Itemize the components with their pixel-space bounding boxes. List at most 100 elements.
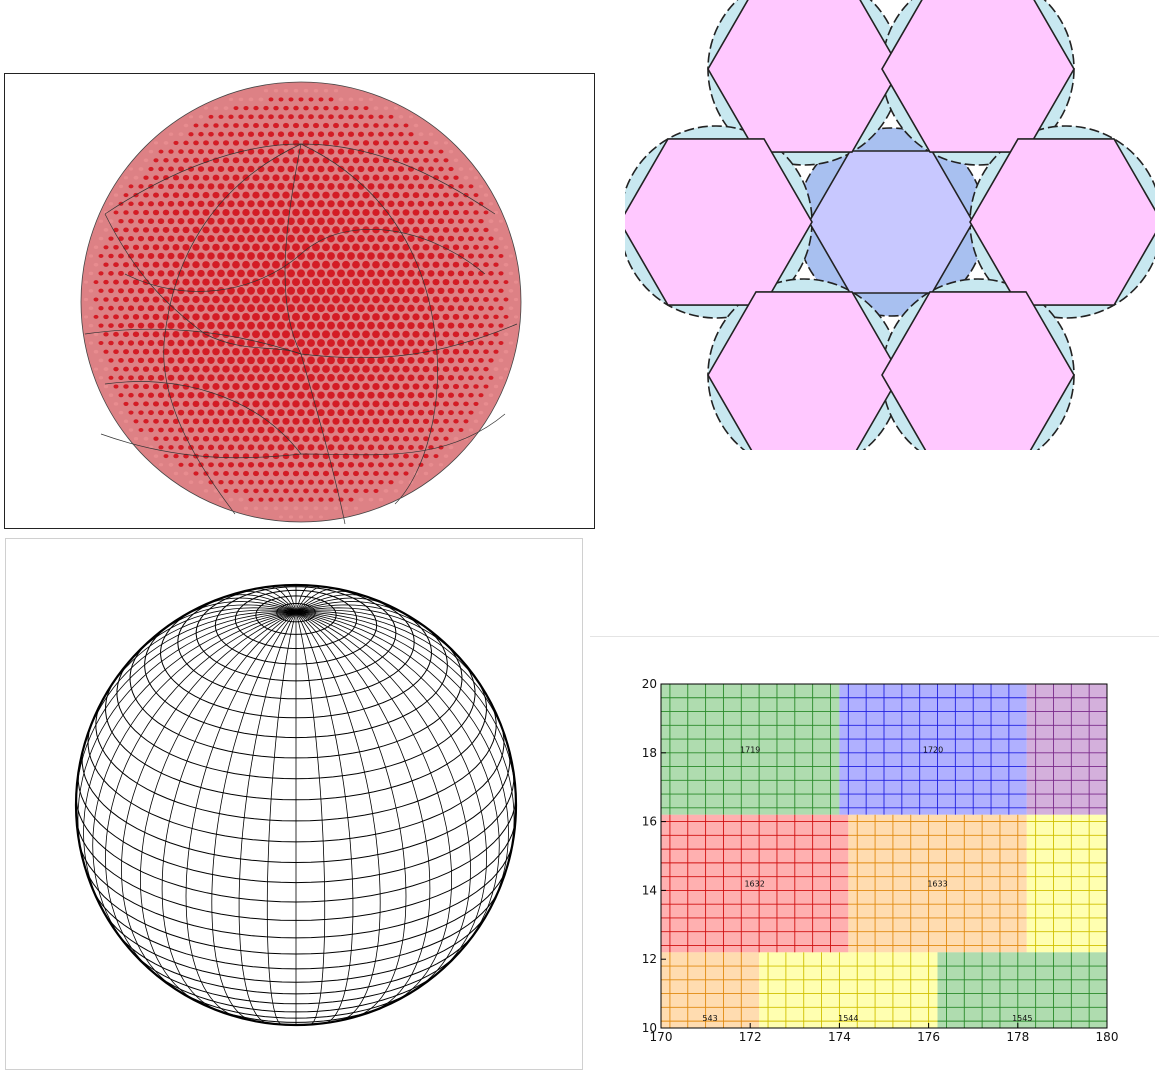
sphere-dot: [293, 123, 299, 128]
sphere-dot: [463, 297, 469, 303]
sphere-dot: [359, 498, 364, 502]
sphere-dot: [382, 401, 389, 408]
sphere-dot: [298, 497, 303, 501]
sphere-dot: [203, 418, 210, 424]
sphere-dot: [332, 192, 339, 199]
sphere-dot: [418, 149, 424, 154]
longitude-line: [296, 612, 509, 909]
sphere-dot: [318, 497, 323, 501]
sphere-dot: [232, 365, 240, 372]
sphere-dot: [367, 339, 375, 346]
sphere-dot: [304, 89, 309, 93]
sphere-dot: [387, 339, 394, 346]
sphere-dot: [332, 313, 340, 321]
sphere-dot: [262, 278, 270, 286]
x-tick-label: 176: [917, 1030, 940, 1044]
sphere-dot: [478, 376, 483, 381]
sphere-dot: [167, 322, 174, 329]
sphere-dot: [352, 365, 360, 372]
sphere-dot: [488, 358, 493, 362]
red-dot-sphere-panel: [4, 73, 595, 529]
sphere-dot: [383, 175, 390, 181]
sphere-dot: [268, 480, 274, 485]
sphere-dot: [103, 280, 108, 284]
sphere-dot: [124, 420, 128, 424]
sphere-dot: [312, 313, 320, 321]
sphere-dot: [249, 98, 254, 102]
sphere-dot: [292, 261, 300, 269]
sphere-dot: [363, 157, 370, 163]
sphere-dot: [138, 219, 144, 224]
sphere-dot: [453, 244, 459, 250]
sphere-dot: [317, 357, 325, 365]
sphere-dot: [493, 297, 498, 302]
sphere-dot: [353, 453, 359, 459]
longitude-line: [296, 612, 380, 1020]
sphere-dot: [448, 323, 455, 329]
sphere-dot: [392, 209, 399, 216]
sphere-dot: [263, 123, 269, 128]
sphere-dot: [489, 219, 494, 223]
sphere-dot: [382, 313, 390, 320]
sphere-dot: [332, 261, 340, 269]
sphere-dot: [262, 261, 270, 269]
sphere-dot: [267, 200, 274, 207]
sphere-dot: [312, 278, 320, 286]
sphere-dot: [428, 357, 435, 363]
sphere-dot: [248, 166, 255, 172]
grid-region: 1545: [938, 952, 1107, 1028]
sphere-dot: [247, 200, 254, 207]
sphere-dot: [272, 174, 279, 181]
sphere-dot: [203, 401, 210, 407]
sphere-dot: [337, 235, 345, 243]
sphere-dot: [322, 226, 330, 234]
hexagon-circles-diagram: [625, 0, 1155, 450]
sphere-dot: [287, 166, 294, 173]
sphere-dot: [163, 227, 170, 233]
sphere-dot: [388, 409, 395, 415]
sphere-dot: [143, 244, 149, 250]
sphere-dot: [128, 411, 133, 415]
sphere-dot: [403, 471, 408, 475]
sphere-dot: [428, 392, 434, 398]
sphere-dot: [192, 296, 199, 303]
sphere-dot: [237, 200, 244, 207]
sphere-dot: [213, 140, 219, 145]
sphere-dot: [183, 401, 190, 407]
sphere-dot: [228, 183, 235, 190]
sphere-dot: [292, 296, 300, 304]
sphere-dot: [188, 463, 193, 467]
sphere-dot: [312, 192, 319, 199]
sphere-dot: [327, 322, 335, 330]
sphere-dot: [357, 304, 365, 312]
sphere-dot: [403, 383, 410, 390]
sphere-dot: [317, 409, 324, 416]
sphere-dot: [302, 209, 310, 216]
sphere-dot: [133, 366, 139, 371]
sphere-dot: [342, 365, 350, 373]
sphere-dot: [438, 218, 444, 224]
sphere-dot: [413, 227, 420, 234]
sphere-dot: [272, 226, 280, 234]
sphere-dot: [468, 253, 474, 258]
sphere-dot: [242, 296, 250, 304]
y-tick-label: 20: [642, 677, 657, 691]
sphere-dot: [119, 185, 123, 188]
sphere-dot: [423, 244, 430, 251]
sphere-dot: [268, 444, 275, 450]
sphere-dot: [144, 158, 149, 162]
sphere-dot: [278, 149, 285, 155]
sphere-dot: [307, 269, 315, 277]
sphere-dot: [268, 497, 273, 501]
sphere-dot: [308, 480, 314, 485]
sphere-dot: [123, 367, 129, 372]
sphere-dot: [262, 383, 270, 390]
sphere-dot: [383, 123, 388, 128]
sphere-dot: [283, 453, 290, 459]
sphere-dot: [208, 427, 215, 433]
sphere-dot: [242, 261, 250, 269]
sphere-dot: [347, 218, 355, 225]
sphere-dot: [163, 261, 170, 267]
sphere-dot: [463, 366, 469, 371]
sphere-dot: [168, 167, 174, 172]
